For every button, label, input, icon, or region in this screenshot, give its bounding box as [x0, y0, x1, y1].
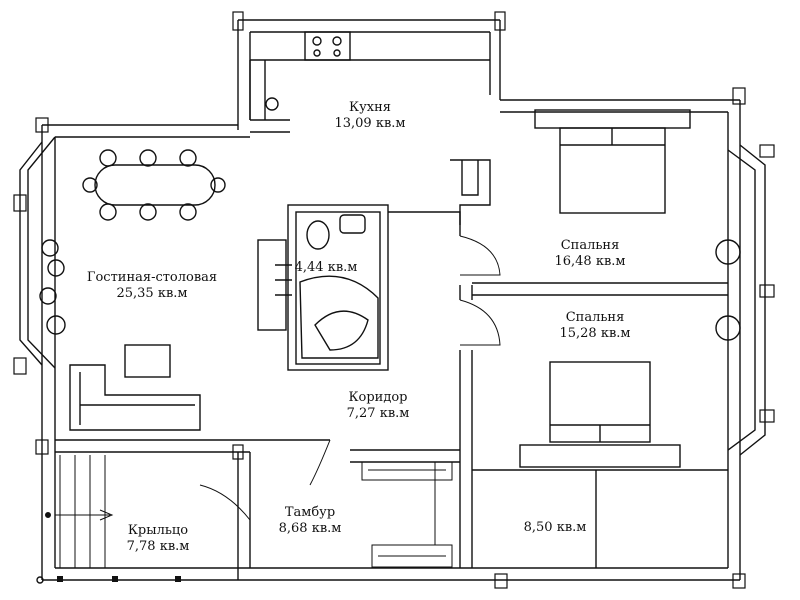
room-area: 7,27 кв.м: [346, 406, 410, 421]
room-area: 16,48 кв.м: [554, 254, 626, 269]
foundation-markers: [36, 576, 181, 584]
room-label-vestibule: Тамбур 8,68 кв.м: [279, 505, 342, 537]
room-area: 25,35 кв.м: [116, 286, 188, 301]
porch-stairs: [45, 455, 114, 568]
dining-table: [82, 149, 226, 221]
interior-walls: [55, 119, 728, 580]
room-name: Кухня: [349, 100, 391, 115]
bed-bedroom2: [519, 361, 681, 468]
room-name: Крыльцо: [127, 523, 189, 538]
room-area: 4,44 кв.м: [294, 260, 358, 275]
room-name: Коридор: [348, 390, 408, 405]
room-label-storage: 8,50 кв.м: [524, 520, 587, 536]
kitchen-stove: [304, 31, 351, 61]
room-label-bedroom2: Спальня 15,28 кв.м: [559, 310, 630, 342]
living-sofa: [69, 344, 201, 431]
wardrobes: [361, 461, 453, 568]
bed-bedroom1: [534, 109, 691, 214]
plants-bedroom: [715, 239, 741, 341]
room-area: 7,78 кв.м: [126, 539, 190, 554]
room-label-living: Гостиная-столовая 25,35 кв.м: [87, 270, 217, 302]
room-area: 8,68 кв.м: [278, 521, 342, 536]
kitchen-counter: [249, 59, 490, 120]
room-label-corridor: Коридор 7,27 кв.м: [347, 390, 410, 422]
room-label-kitchen: Кухня 13,09 кв.м: [334, 100, 405, 132]
room-label-bedroom1: Спальня 16,48 кв.м: [554, 238, 625, 270]
plants-living: [39, 239, 66, 335]
room-area: 13,09 кв.м: [334, 116, 406, 131]
room-area: 8,50 кв.м: [523, 520, 587, 535]
room-name: Тамбур: [284, 505, 336, 520]
room-area: 15,28 кв.м: [559, 326, 631, 341]
room-name: Спальня: [565, 310, 625, 325]
doors: [199, 235, 501, 521]
room-name: Спальня: [560, 238, 620, 253]
room-label-porch: Крыльцо 7,78 кв.м: [127, 523, 190, 555]
room-label-bathroom: 4,44 кв.м: [295, 260, 358, 276]
bathroom-fixtures: [275, 214, 379, 359]
bay-window-bedroom: [727, 144, 766, 456]
room-name: Гостиная-столовая: [86, 270, 218, 285]
bay-window-living: [19, 136, 56, 369]
